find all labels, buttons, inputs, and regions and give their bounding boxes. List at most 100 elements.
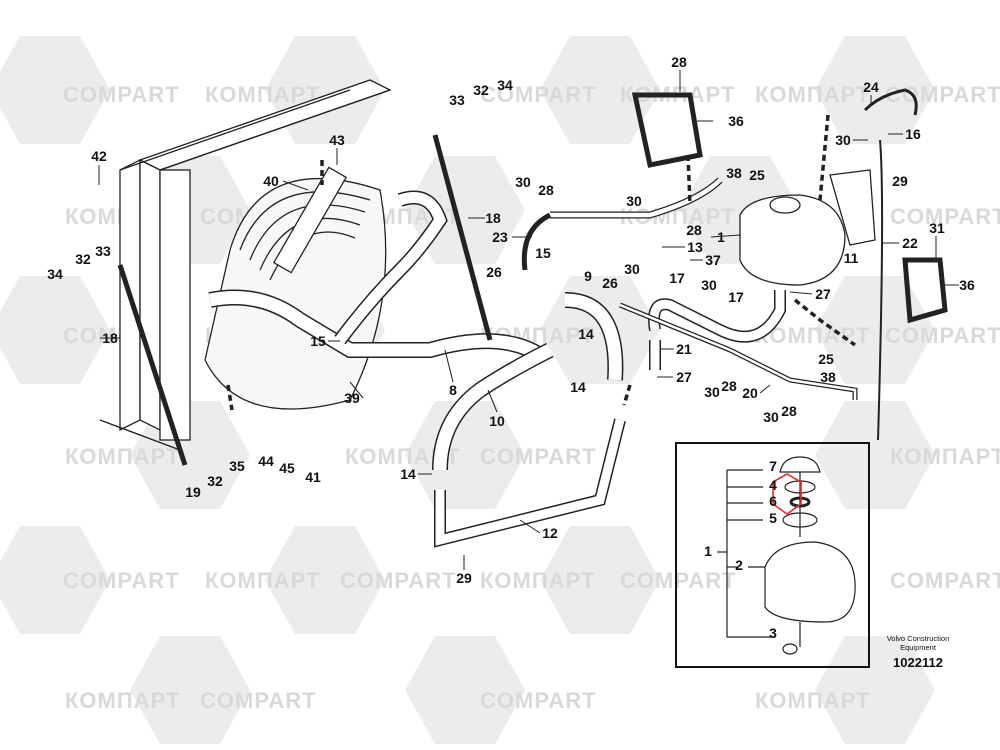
callout-20: 20 (742, 385, 758, 401)
callout-28: 28 (721, 378, 737, 394)
watermark-text: КОМПАРТ (480, 568, 596, 593)
callout-14: 14 (570, 379, 586, 395)
callout-40: 40 (263, 173, 279, 189)
callout-4: 4 (769, 477, 777, 493)
callout-21: 21 (676, 341, 692, 357)
callout-14: 14 (578, 326, 594, 342)
callout-27: 27 (676, 369, 692, 385)
callout-31: 31 (929, 220, 945, 236)
callout-36: 36 (728, 113, 744, 129)
callout-43: 43 (329, 132, 345, 148)
watermark-hex (815, 401, 935, 509)
callout-30: 30 (704, 384, 720, 400)
watermark-hex (405, 401, 525, 509)
watermark-text: COMPART (890, 568, 1000, 593)
caption-sub: Equipment (900, 643, 936, 652)
drawing-number: 1022112 (893, 655, 943, 670)
fan-assembly (204, 166, 387, 410)
callout-1: 1 (717, 229, 725, 245)
parts-drawing (98, 70, 959, 570)
callout-1: 1 (704, 543, 712, 559)
callout-23: 23 (492, 229, 508, 245)
highlight-hexagon (772, 473, 802, 515)
callout-22: 22 (902, 235, 918, 251)
callout-25: 25 (818, 351, 834, 367)
watermark-text: КОМПАРТ (755, 82, 871, 107)
callout-11: 11 (843, 250, 859, 266)
tank-body (764, 541, 856, 623)
callout-38: 38 (726, 165, 742, 181)
callout-28: 28 (686, 222, 702, 238)
callout-25: 25 (749, 167, 765, 183)
callout-29: 29 (456, 570, 472, 586)
callout-27: 27 (815, 286, 831, 302)
watermark-hex (815, 36, 935, 144)
callout-30: 30 (701, 277, 717, 293)
callout-32: 32 (473, 82, 489, 98)
callout-28: 28 (538, 182, 554, 198)
watermark-text: COMPART (63, 82, 180, 107)
watermark-text: COMPART (63, 568, 180, 593)
callout-15: 15 (535, 245, 551, 261)
stay-rod (432, 134, 493, 341)
watermark-text: COMPART (885, 82, 1000, 107)
callout-37: 37 (705, 252, 721, 268)
callout-9: 9 (584, 268, 592, 284)
radiator-frame (99, 79, 392, 451)
watermark-text: КОМПАРТ (205, 82, 321, 107)
level-tube (877, 139, 884, 441)
callout-32: 32 (75, 251, 91, 267)
callout-13: 13 (687, 239, 703, 255)
caption-block: Volvo Construction Equipment 1022112 (872, 634, 964, 670)
callout-33: 33 (449, 92, 465, 108)
callout-28: 28 (671, 54, 687, 70)
callout-30: 30 (835, 132, 851, 148)
watermark-text: КОМПАРТ (890, 444, 1000, 469)
inset-drawing (717, 456, 856, 655)
callout-39: 39 (344, 390, 360, 406)
watermark-hex (540, 276, 660, 384)
callout-5: 5 (769, 510, 777, 526)
watermark-text: КОМПАРТ (205, 568, 321, 593)
callout-38: 38 (820, 369, 836, 385)
watermark-text: COMPART (890, 204, 1000, 229)
watermark-text: COMPART (480, 444, 597, 469)
callout-6: 6 (769, 493, 777, 509)
callout-18: 18 (485, 210, 501, 226)
callout-12: 12 (542, 525, 558, 541)
callout-2: 2 (735, 557, 743, 573)
callout-45: 45 (279, 460, 295, 476)
callout-35: 35 (229, 458, 245, 474)
callout-33: 33 (95, 243, 111, 259)
callout-3: 3 (769, 625, 777, 641)
callout-14: 14 (400, 466, 416, 482)
callout-36: 36 (959, 277, 975, 293)
stay-rod (117, 264, 188, 466)
watermark-hex (540, 526, 660, 634)
callout-8: 8 (449, 382, 457, 398)
callout-15: 15 (310, 333, 326, 349)
expansion-tank (739, 169, 876, 286)
callout-16: 16 (905, 126, 921, 142)
callout-18: 18 (102, 330, 118, 346)
callout-7: 7 (769, 458, 777, 474)
callout-17: 17 (669, 270, 685, 286)
callout-32: 32 (207, 473, 223, 489)
watermark-text: COMPART (480, 82, 597, 107)
callout-28: 28 (781, 403, 797, 419)
filler-cap (779, 456, 821, 473)
callout-34: 34 (47, 266, 63, 282)
callout-19: 19 (185, 484, 201, 500)
strap (902, 257, 948, 324)
callout-26: 26 (602, 275, 618, 291)
callout-41: 41 (305, 469, 321, 485)
callout-30: 30 (626, 193, 642, 209)
watermark-text: COMPART (340, 568, 457, 593)
inset-detail-box (675, 442, 870, 668)
callout-26: 26 (486, 264, 502, 280)
callout-17: 17 (728, 289, 744, 305)
callout-42: 42 (91, 148, 107, 164)
callout-34: 34 (497, 77, 513, 93)
callout-30: 30 (624, 261, 640, 277)
callout-44: 44 (258, 453, 274, 469)
